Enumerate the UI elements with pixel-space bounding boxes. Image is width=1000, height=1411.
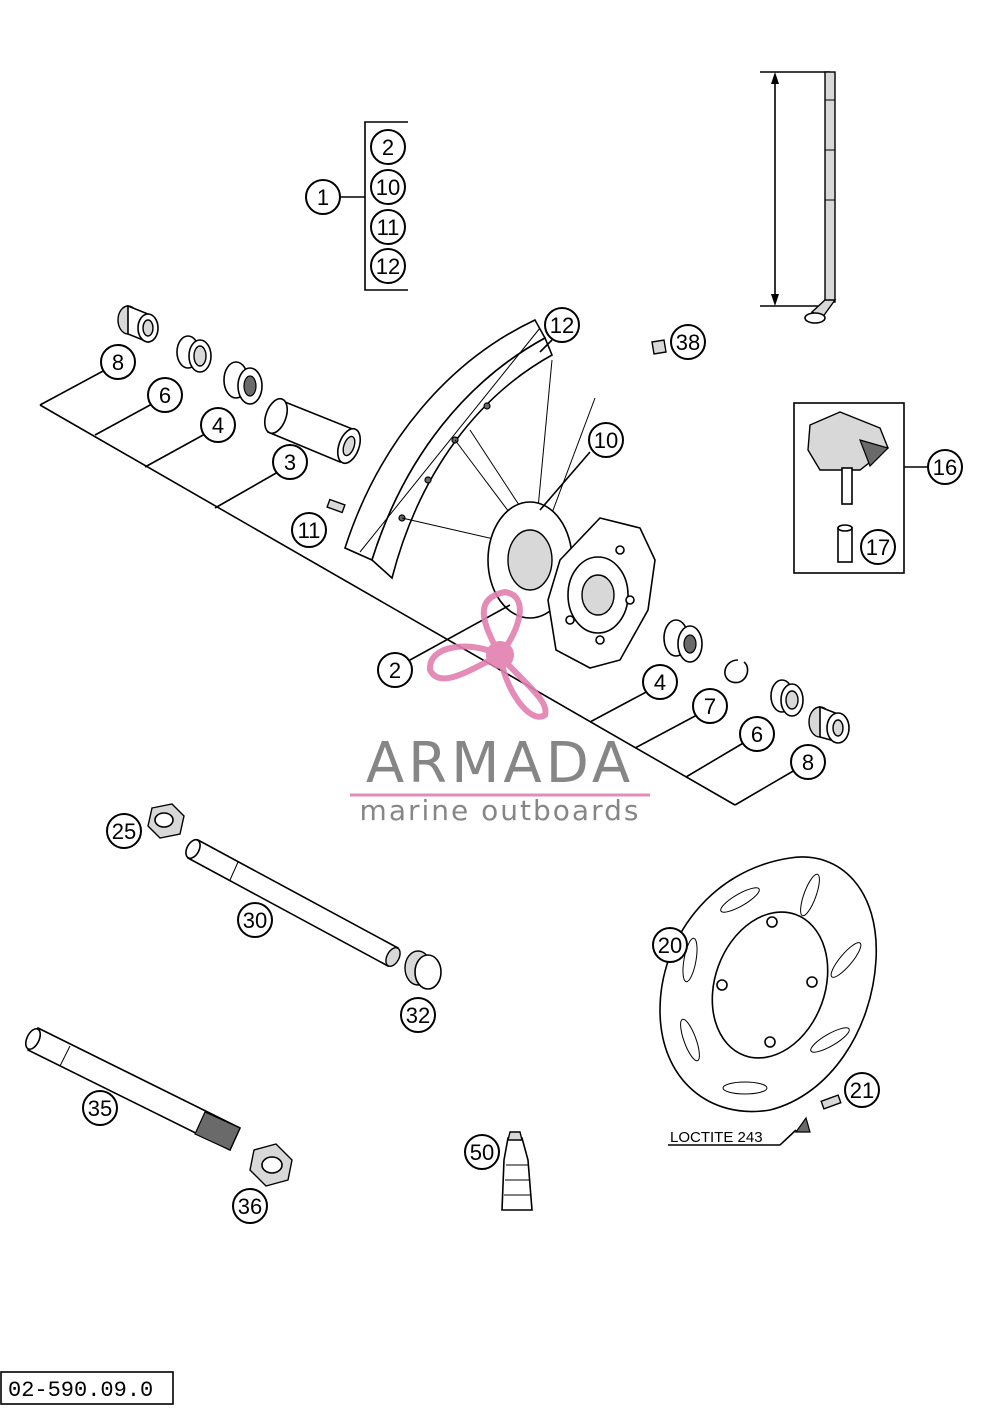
svg-text:17: 17 [866, 535, 890, 560]
watermark: ARMADA marine outboards [350, 588, 650, 827]
svg-text:4: 4 [654, 670, 666, 695]
callout-11-kit: 11 [370, 209, 406, 245]
propeller-logo-icon [427, 588, 549, 720]
callout-6-left: 6 [147, 377, 183, 413]
svg-text:11: 11 [298, 518, 321, 543]
callout-16: 16 [927, 449, 963, 485]
svg-text:10: 10 [594, 428, 618, 453]
svg-text:2: 2 [389, 658, 401, 683]
callout-38: 38 [670, 324, 706, 360]
axle-parts [24, 803, 442, 1187]
svg-text:1: 1 [317, 185, 329, 210]
svg-text:35: 35 [88, 1096, 112, 1121]
loctite-label: LOCTITE 243 [670, 1129, 763, 1146]
left-parts [117, 304, 362, 514]
callout-3: 3 [272, 444, 308, 480]
svg-text:8: 8 [802, 750, 814, 775]
svg-text:38: 38 [676, 330, 700, 355]
svg-text:3: 3 [284, 450, 296, 475]
svg-text:4: 4 [212, 413, 224, 438]
callout-10-kit: 10 [370, 169, 406, 205]
svg-text:16: 16 [933, 455, 957, 480]
svg-text:12: 12 [550, 313, 574, 338]
callout-20: 20 [652, 927, 688, 963]
callout-8-right: 8 [790, 744, 826, 780]
callout-21: 21 [844, 1072, 880, 1108]
part-21-bolt [668, 1094, 842, 1146]
callout-7: 7 [692, 688, 728, 724]
svg-text:12: 12 [376, 254, 400, 279]
part-50-grease [501, 1131, 533, 1211]
svg-text:6: 6 [159, 383, 171, 408]
document-number: 02-590.09.0 [8, 1378, 153, 1403]
callout-4-right: 4 [642, 664, 678, 700]
right-leaders [409, 339, 796, 806]
callout-50: 50 [464, 1134, 500, 1170]
svg-text:8: 8 [112, 350, 124, 375]
svg-text:25: 25 [112, 819, 136, 844]
callout-12-kit: 12 [370, 248, 406, 284]
watermark-title: ARMADA [366, 731, 634, 796]
callout-8-left: 8 [100, 344, 136, 380]
hub-assembly [401, 359, 656, 669]
svg-text:2: 2 [382, 135, 394, 160]
svg-text:21: 21 [850, 1078, 874, 1103]
spoke-long [760, 71, 837, 324]
callout-6-right: 6 [739, 716, 775, 752]
callout-32: 32 [400, 997, 436, 1033]
kit-bracket [340, 121, 408, 291]
watermark-subtitle: marine outboards [360, 794, 641, 827]
valve-box [793, 402, 928, 574]
left-leaders [39, 369, 736, 806]
callout-36: 36 [232, 1188, 268, 1224]
callout-2-hub: 2 [377, 652, 413, 688]
callout-30: 30 [237, 902, 273, 938]
svg-text:32: 32 [406, 1003, 430, 1028]
callout-12-rim: 12 [544, 307, 580, 343]
callout-17: 17 [860, 529, 896, 565]
svg-text:10: 10 [376, 175, 400, 200]
callout-4-left: 4 [200, 407, 236, 443]
svg-text:7: 7 [704, 694, 716, 719]
svg-text:11: 11 [377, 215, 400, 240]
svg-text:50: 50 [470, 1140, 494, 1165]
callout-10-spoke: 10 [588, 422, 624, 458]
callout-2-kit: 2 [370, 129, 406, 165]
document-number-box: 02-590.09.0 [0, 1371, 174, 1405]
callout-25: 25 [106, 813, 142, 849]
brake-disc [659, 856, 877, 1113]
callout-35: 35 [82, 1090, 118, 1126]
svg-text:36: 36 [238, 1194, 262, 1219]
callout-1: 1 [305, 179, 341, 215]
svg-text:30: 30 [243, 908, 267, 933]
callout-11-nipple: 11 [291, 512, 327, 548]
right-parts [663, 619, 850, 744]
part-38-nut [651, 339, 667, 355]
svg-text:6: 6 [751, 722, 763, 747]
callout-group: 1 2 10 11 12 12 38 10 8 6 4 3 11 16 17 2… [82, 129, 963, 1224]
svg-text:20: 20 [658, 933, 682, 958]
